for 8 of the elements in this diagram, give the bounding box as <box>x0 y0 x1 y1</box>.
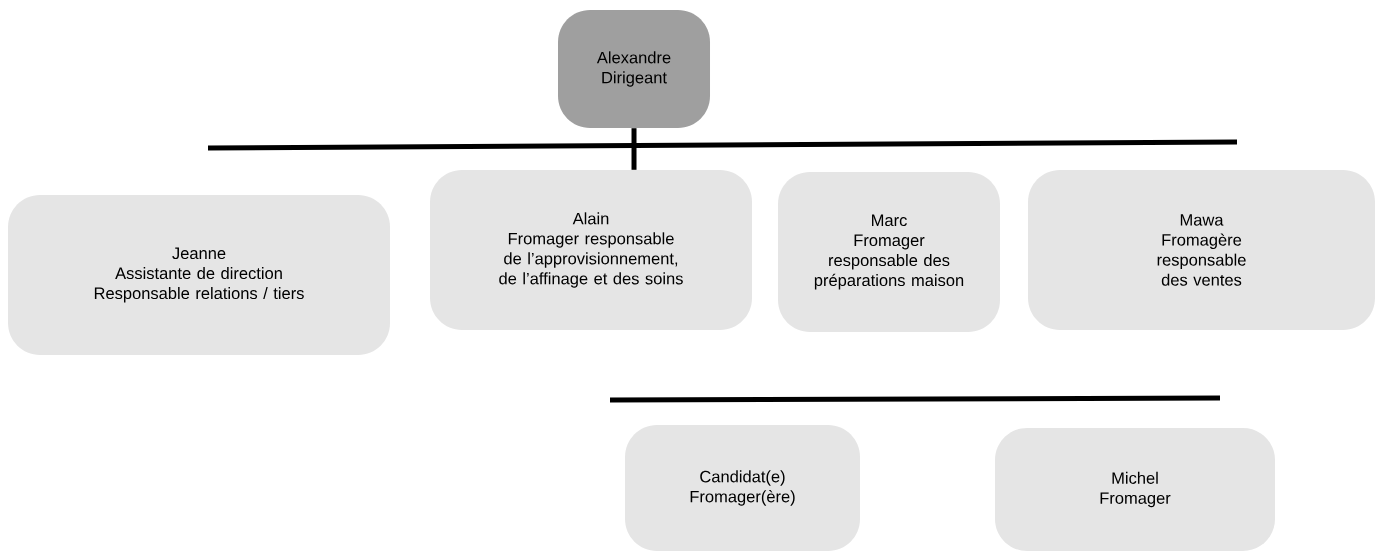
person-box: Marc Fromager responsable des préparations maison <box>778 172 1000 332</box>
person-box: Jeanne Assistante de direction Responsable relations / tiers <box>8 195 390 355</box>
person-box: Alexandre Dirigeant <box>558 10 710 128</box>
person-box: Mawa Fromagère responsable des ventes <box>1028 170 1375 330</box>
connector-line <box>631 128 637 170</box>
person-box: Candidat(e) Fromager(ère) <box>625 425 860 551</box>
person-box: Alain Fromager responsable de l’approvisionnement, de l’affinage et des soins <box>430 170 752 330</box>
person-box: Michel Fromager <box>995 428 1275 551</box>
